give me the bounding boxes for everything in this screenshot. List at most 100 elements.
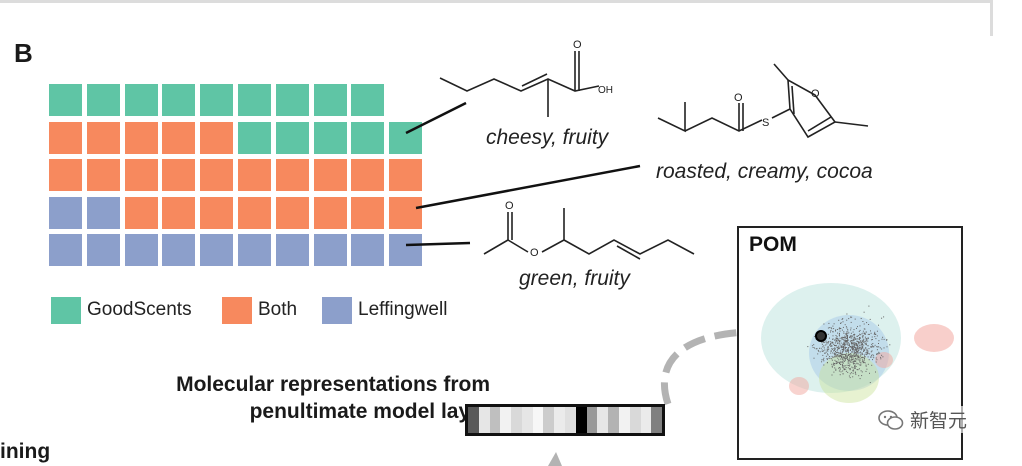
atom-label-o-2: O — [734, 92, 743, 104]
waffle-cell-both — [124, 159, 158, 191]
representation-segment — [468, 407, 479, 433]
waffle-cell-both — [162, 121, 196, 154]
molecule-green-fruity — [483, 208, 695, 260]
waffle-cell-both — [200, 196, 234, 229]
waffle-cell-goodscents — [238, 84, 271, 116]
waffle-cell-goodscents — [124, 84, 158, 116]
legend-item-goodscents: GoodScents — [51, 296, 192, 324]
waffle-cell-goodscents — [351, 121, 385, 154]
panel-letter: B — [14, 38, 33, 68]
wechat-icon — [878, 409, 904, 430]
atom-label-o-ester: O — [530, 247, 539, 259]
molecule-roasted-creamy-cocoa — [657, 63, 869, 139]
legend-swatch-leffingwell — [322, 296, 352, 324]
waffle-cell-both — [124, 121, 158, 154]
top-border-tick — [990, 0, 993, 36]
waffle-cell-both — [200, 121, 234, 154]
representation-segment — [618, 407, 630, 433]
representation-segment — [500, 407, 512, 433]
waffle-cell-leffingwell — [200, 234, 234, 266]
molecule-cheesy-fruity — [439, 51, 600, 117]
representation-segment — [489, 407, 501, 433]
waffle-cell-both — [86, 121, 120, 154]
representation-title-line1: Molecular representations from — [176, 373, 490, 396]
pom-points — [807, 305, 891, 384]
legend-label-both: Both — [258, 299, 298, 320]
waffle-cell-leffingwell — [86, 234, 120, 266]
partial-heading: ining — [0, 440, 51, 463]
waffle-cell-both — [124, 196, 158, 229]
waffle-cell-both — [351, 196, 385, 229]
pom-title: POM — [749, 233, 797, 256]
legend-swatch-both — [222, 296, 252, 324]
waffle-cell-leffingwell — [162, 234, 196, 266]
pom-cluster-region — [789, 377, 809, 395]
waffle-cell-goodscents — [275, 84, 309, 116]
waffle-cell-leffingwell — [351, 234, 385, 266]
waffle-cell-goodscents — [200, 84, 234, 116]
watermark: 新智元 — [876, 406, 970, 433]
waffle-cell-both — [389, 196, 423, 229]
representation-segment — [511, 407, 522, 433]
waffle-cell-leffingwell — [275, 234, 309, 266]
representation-title-line2: penultimate model layer — [249, 400, 490, 423]
representation-segment — [565, 407, 576, 433]
atom-label-o-furan: O — [811, 88, 820, 100]
waffle-cell-leffingwell — [389, 234, 423, 266]
representation-segment — [532, 407, 544, 433]
legend-label-leffingwell: Leffingwell — [358, 299, 448, 320]
waffle-cell-both — [389, 159, 423, 191]
waffle-cell-goodscents — [313, 121, 347, 154]
representation-title: Molecular representations from penultima… — [110, 371, 490, 425]
waffle-cell-both — [275, 196, 309, 229]
connector-line-roasted — [415, 164, 641, 210]
waffle-cell-goodscents — [86, 84, 120, 116]
arrow-head-partial — [548, 452, 562, 466]
waffle-chart — [49, 84, 423, 269]
legend-swatch-goodscents — [51, 296, 81, 324]
representation-segment — [586, 407, 598, 433]
representation-segment — [629, 407, 641, 433]
waffle-cell-goodscents — [389, 121, 423, 154]
waffle-cell-both — [275, 159, 309, 191]
waffle-cell-goodscents — [275, 121, 309, 154]
representation-segment — [651, 407, 663, 433]
representation-segment — [608, 407, 619, 433]
waffle-cell-goodscents — [313, 84, 347, 116]
waffle-cell-both — [313, 159, 347, 191]
waffle-cell-both — [86, 159, 120, 191]
atom-label-s: S — [762, 117, 769, 129]
odor-label-green-fruity: green, fruity — [519, 267, 630, 290]
odor-label-roasted-creamy-cocoa: roasted, creamy, cocoa — [656, 160, 873, 183]
representation-segment — [554, 407, 566, 433]
waffle-cell-leffingwell — [124, 234, 158, 266]
waffle-cell-both — [162, 196, 196, 229]
waffle-cell-goodscents — [238, 121, 271, 154]
waffle-cell-both — [238, 159, 271, 191]
waffle-cell-leffingwell — [238, 234, 271, 266]
representation-segment — [640, 407, 652, 433]
pom-panel: POM — [737, 226, 963, 460]
top-border-rule — [0, 0, 992, 3]
watermark-text: 新智元 — [910, 411, 968, 432]
waffle-cell-both — [49, 121, 82, 154]
waffle-cell-both — [238, 196, 271, 229]
atom-label-o-3: O — [505, 200, 514, 212]
atom-label-oh: OH — [598, 85, 613, 96]
waffle-cell-goodscents — [351, 84, 385, 116]
legend-item-leffingwell: Leffingwell — [322, 296, 447, 324]
waffle-cell-leffingwell — [49, 234, 82, 266]
pom-highlight-point — [815, 330, 827, 342]
waffle-cell-both — [351, 159, 385, 191]
representation-vector-bar — [465, 404, 665, 436]
pom-cluster-region — [875, 352, 893, 368]
waffle-cell-goodscents — [49, 84, 82, 116]
pom-cluster-region — [914, 324, 954, 352]
pom-scatter-plot — [761, 283, 954, 403]
waffle-cell-goodscents — [162, 84, 196, 116]
legend-item-both: Both — [222, 296, 297, 324]
waffle-cell-leffingwell — [313, 234, 347, 266]
legend-label-goodscents: GoodScents — [87, 299, 192, 320]
representation-segment — [543, 407, 555, 433]
representation-segment — [575, 407, 587, 433]
